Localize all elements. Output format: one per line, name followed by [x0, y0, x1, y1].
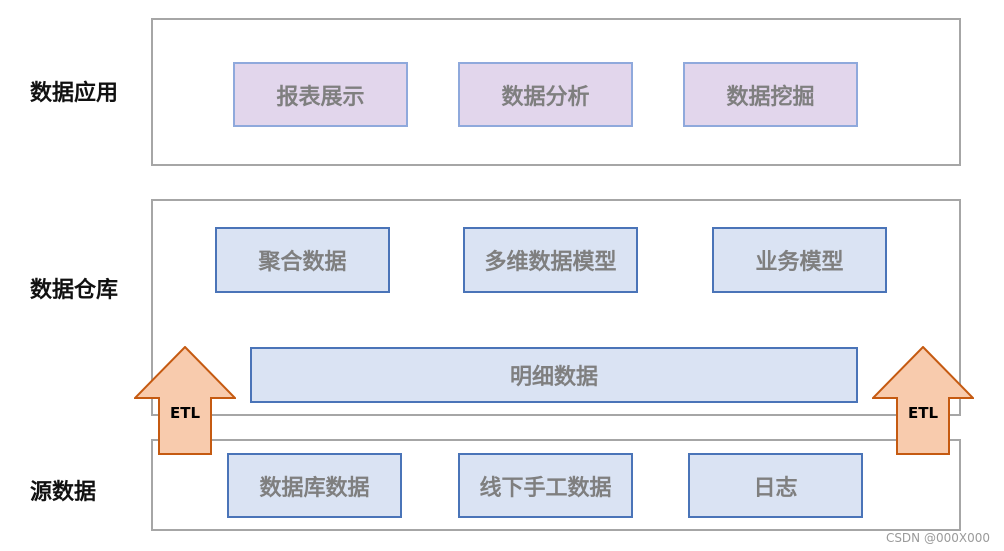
- layer-label-source: 源数据: [30, 480, 97, 505]
- business-model-box: 业务模型: [712, 227, 887, 293]
- log-box: 日志: [688, 453, 863, 518]
- data-analysis-box: 数据分析: [458, 62, 633, 127]
- watermark: CSDN @000X000: [885, 531, 990, 545]
- up-arrow-icon: [134, 346, 236, 455]
- layer-label-warehouse: 数据仓库: [30, 278, 119, 303]
- layer-label-application: 数据应用: [30, 81, 119, 106]
- up-arrow-icon: [872, 346, 974, 455]
- multidimensional-model-box: 多维数据模型: [463, 227, 638, 293]
- database-data-box: 数据库数据: [227, 453, 402, 518]
- report-display-box: 报表展示: [233, 62, 408, 127]
- offline-manual-data-box: 线下手工数据: [458, 453, 633, 518]
- data-mining-box: 数据挖掘: [683, 62, 858, 127]
- etl-label-right: ETL: [907, 404, 939, 422]
- etl-label-left: ETL: [169, 404, 201, 422]
- etl-arrow-right: ETL: [872, 346, 974, 456]
- detail-data-box: 明细数据: [250, 347, 858, 403]
- etl-arrow-left: ETL: [134, 346, 236, 456]
- aggregated-data-box: 聚合数据: [215, 227, 390, 293]
